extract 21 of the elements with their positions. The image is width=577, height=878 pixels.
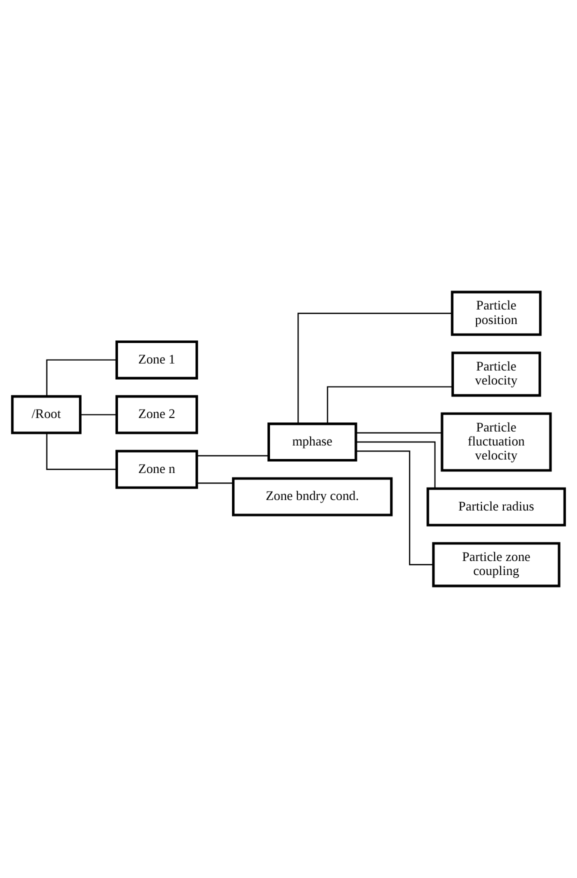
node-box: /Root	[11, 395, 82, 434]
node-box: Particle zone coupling	[432, 542, 560, 588]
node-box: Particle velocity	[451, 352, 542, 397]
connector	[196, 482, 234, 484]
node-box: mphase	[267, 422, 358, 462]
connector	[356, 432, 442, 434]
connector	[298, 312, 452, 424]
node-box: Particle radius	[426, 487, 566, 526]
connector	[196, 455, 269, 456]
connector	[356, 450, 434, 566]
node-box: Zone 2	[115, 395, 198, 434]
connector	[46, 433, 116, 470]
connector	[46, 359, 116, 396]
connector	[80, 414, 116, 416]
node-box: Zone bndry cond.	[232, 477, 393, 516]
node-box: Particle position	[450, 290, 542, 336]
connector	[326, 386, 452, 424]
node-box: Zone 1	[115, 340, 198, 380]
node-box: Particle fluctuation velocity	[440, 412, 552, 472]
node-box: Zone n	[115, 450, 198, 489]
connector	[356, 441, 436, 488]
